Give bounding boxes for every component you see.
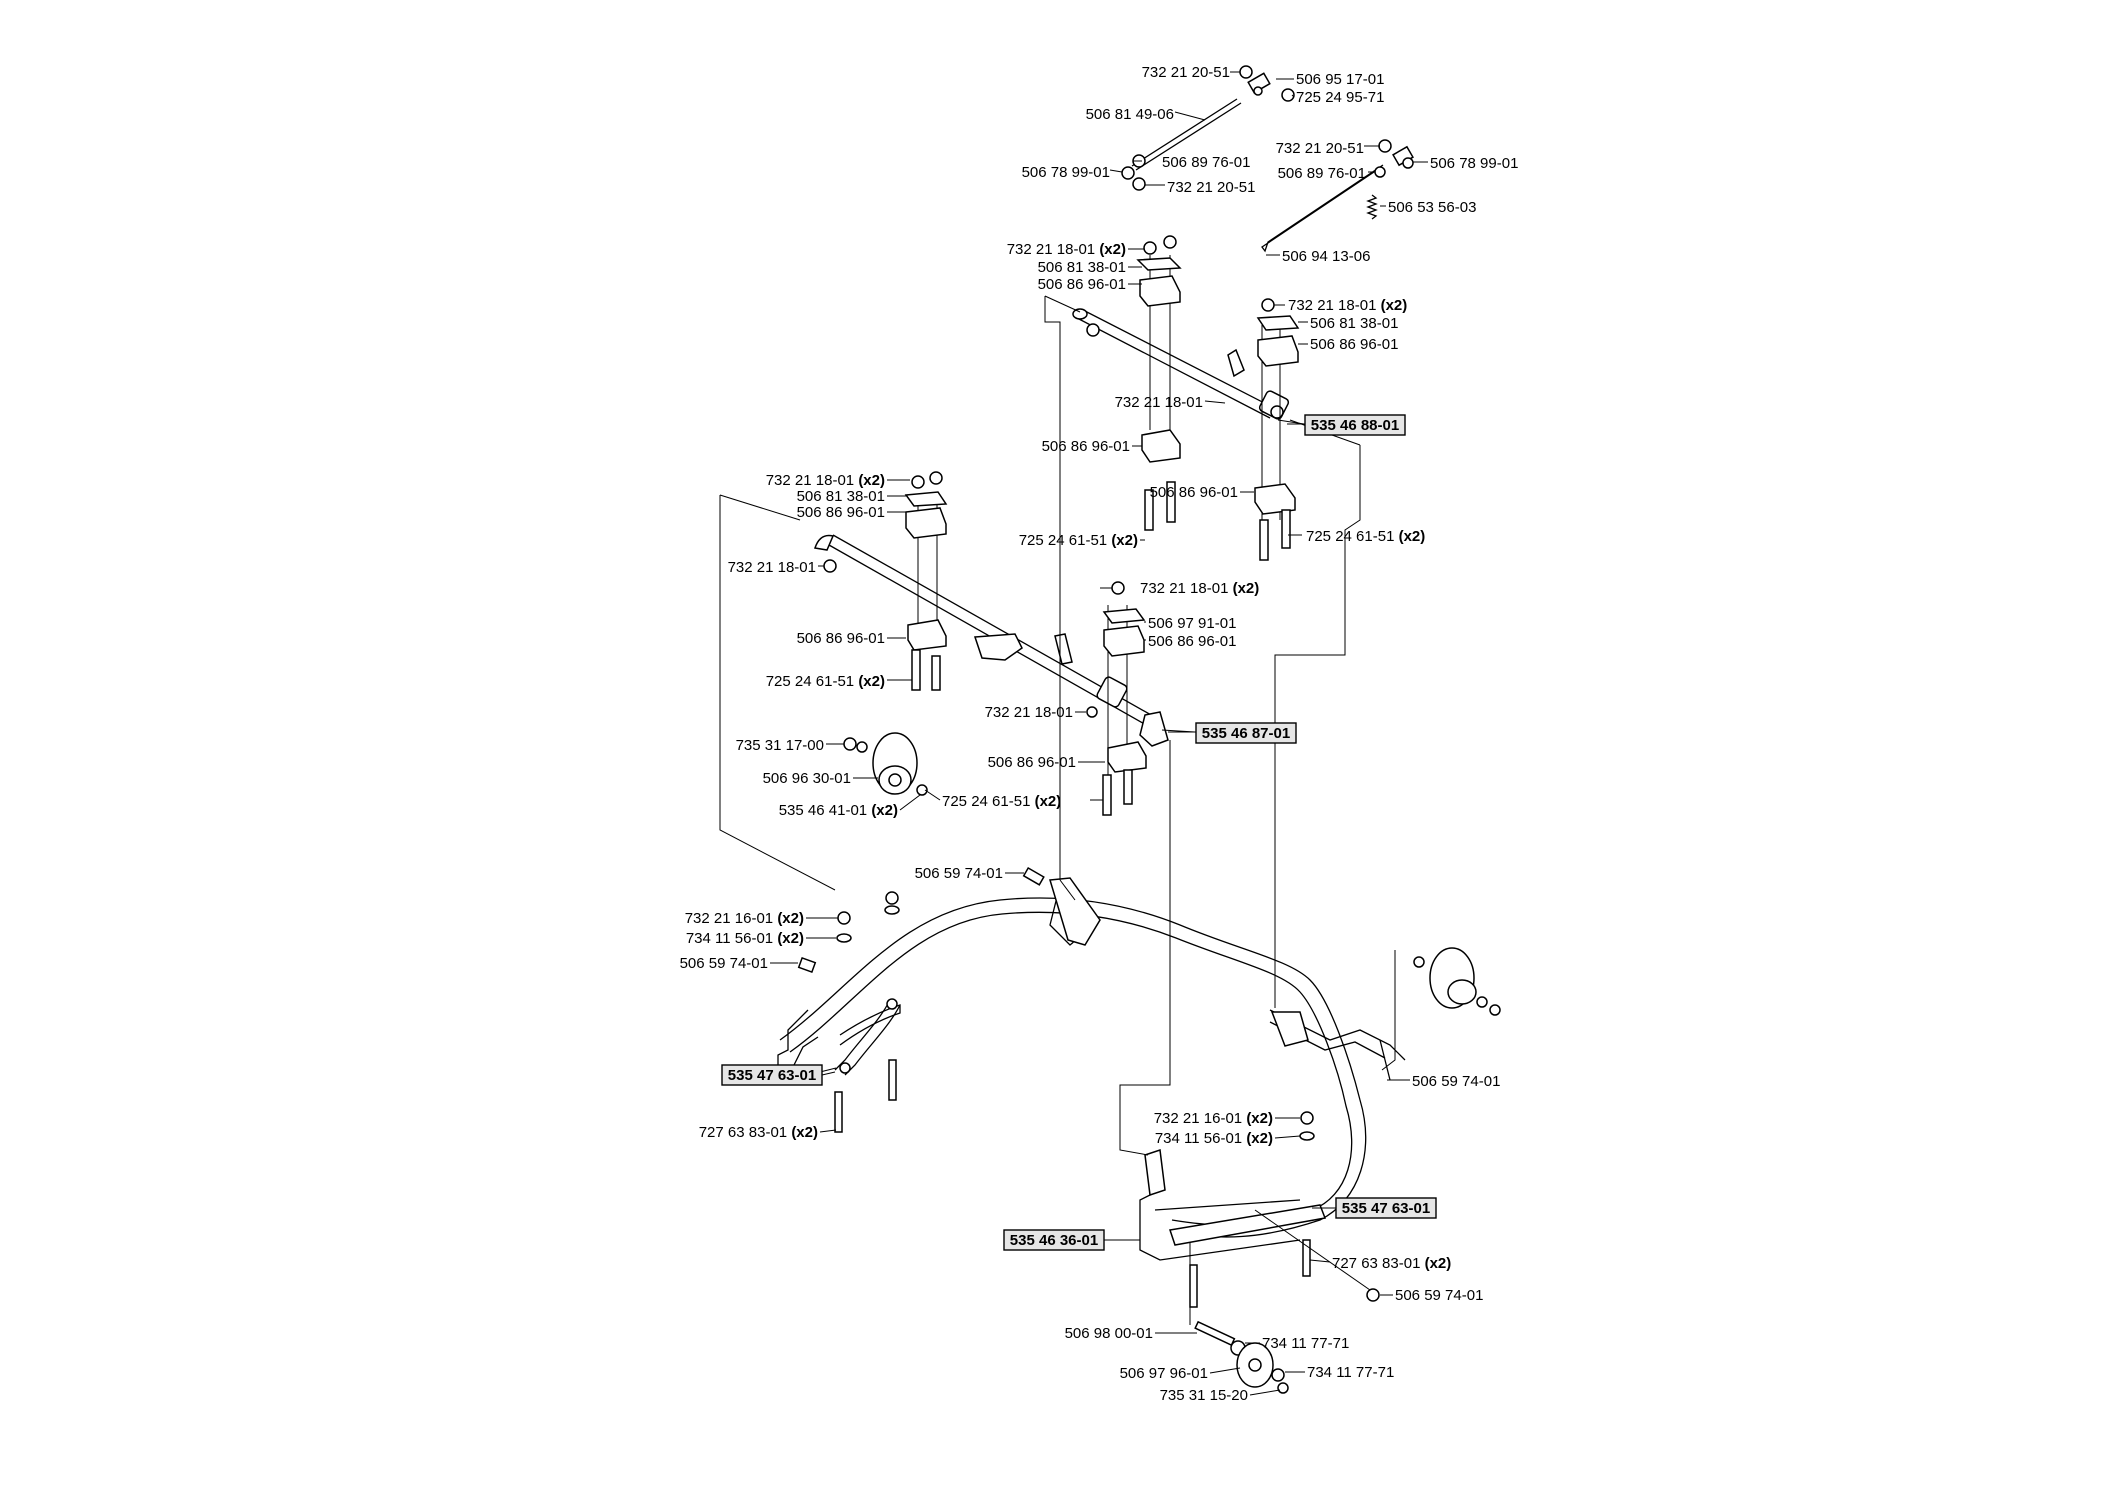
part-label: 506 59 74-01 [680,955,768,972]
part-label: 725 24 61-51 (x2) [766,673,885,690]
part-label: 734 11 56-01 (x2) [686,930,804,947]
part-label: 506 98 00-01 [1065,1325,1153,1342]
assembly-box-upper-arm: 535 46 88-01 [1287,414,1406,436]
part-label: 732 21 20-51 [1142,64,1230,81]
part-label: 506 86 96-01 [797,504,885,521]
part-label: 732 21 20-51 [1276,140,1364,157]
svg-text:535 46 36-01: 535 46 36-01 [1010,1232,1098,1249]
part-label: 506 86 96-01 [1038,276,1126,293]
part-label: 506 86 96-01 [1042,438,1130,455]
assembly-box-front-bracket: 535 46 36-01 [1003,1229,1140,1251]
part-label: 506 81 38-01 [1310,315,1398,332]
assembly-box-left-skid: 535 47 63-01 [721,1064,836,1086]
part-label: 732 21 18-01 (x2) [1140,580,1259,597]
part-label: 734 11 56-01 (x2) [1155,1130,1273,1147]
part-label: 734 11 77-71 [1262,1335,1349,1352]
part-label: 506 86 96-01 [988,754,1076,771]
part-label: 506 86 96-01 [1310,336,1398,353]
svg-text:535 47 63-01: 535 47 63-01 [728,1067,816,1084]
assembly-box-right-skid: 535 47 63-01 [1312,1197,1437,1219]
upper-lift-arm [1072,308,1290,420]
part-label: 506 59 74-01 [1412,1073,1500,1090]
part-label: 506 59 74-01 [915,865,1003,882]
bearing-blocks-a [1136,235,1182,531]
part-label: 506 96 30-01 [763,770,851,787]
part-label: 506 78 99-01 [1430,155,1518,172]
part-label: 727 63 83-01 (x2) [1332,1255,1451,1272]
part-label: 506 78 99-01 [1022,164,1110,181]
part-label: 725 24 61-51 (x2) [1019,532,1138,549]
part-label: 506 86 96-01 [1148,633,1236,650]
part-label: 506 94 13-06 [1282,248,1370,265]
part-label: 506 81 49-06 [1086,106,1174,123]
part-label: 732 21 18-01 [985,704,1073,721]
part-label: 535 46 41-01 (x2) [779,802,898,819]
svg-text:535 47 63-01: 535 47 63-01 [1342,1200,1430,1217]
assembly-box-middle-arm: 535 46 87-01 [1168,722,1297,744]
part-label: 732 21 18-01 (x2) [1288,297,1407,314]
part-label: 732 21 18-01 (x2) [1007,241,1126,258]
part-label: 506 97 91-01 [1148,615,1236,632]
bearing-blocks-d [1102,581,1147,816]
svg-text:535 46 87-01: 535 46 87-01 [1202,725,1290,742]
part-label: 732 21 20-51 [1167,179,1255,196]
bearing-blocks-b [1254,298,1300,561]
part-label: 506 95 17-01 [1296,71,1384,88]
part-label: 506 86 96-01 [797,630,885,647]
part-label: 732 21 18-01 (x2) [766,472,885,489]
bearing-blocks-c [904,471,948,691]
assembly-guides [719,295,1396,1325]
part-label: 734 11 77-71 [1307,1364,1394,1381]
part-label: 725 24 61-51 (x2) [942,793,1061,810]
part-label: 506 89 76-01 [1278,165,1366,182]
left-gauge-wheel [843,732,928,796]
part-label: 506 53 56-03 [1388,199,1476,216]
part-label: 732 21 16-01 (x2) [685,910,804,927]
part-label: 506 59 74-01 [1395,1287,1483,1304]
part-number-labels: 732 21 20-51 506 95 17-01 725 24 95-71 5… [680,64,1519,1404]
part-label: 506 86 96-01 [1150,484,1238,501]
part-label: 732 21 18-01 [1115,394,1203,411]
part-label: 735 31 15-20 [1160,1387,1248,1404]
middle-lift-arm [814,534,1169,747]
boxed-assembly-numbers: 535 46 88-01 535 46 87-01 535 47 63-01 5… [721,414,1437,1251]
part-drawings [719,65,1501,1394]
main-frame [777,877,1406,1261]
part-label: 732 21 18-01 [728,559,816,576]
part-label: 735 31 17-00 [736,737,824,754]
right-rod-with-spring [1261,139,1414,253]
left-skid-bracket [797,867,1045,1133]
leader-lines [770,71,1428,1396]
part-label: 506 89 76-01 [1162,154,1250,171]
bottom-roller [1194,1320,1289,1394]
part-label: 506 97 96-01 [1120,1365,1208,1382]
svg-text:535 46 88-01: 535 46 88-01 [1311,417,1399,434]
right-gauge-wheel [1413,947,1501,1016]
upper-linkage-rod [1121,65,1295,191]
part-label: 725 24 95-71 [1296,89,1384,106]
part-label: 732 21 16-01 (x2) [1154,1110,1273,1127]
part-label: 506 81 38-01 [797,488,885,505]
part-label: 727 63 83-01 (x2) [699,1124,818,1141]
part-label: 725 24 61-51 (x2) [1306,528,1425,545]
part-label: 506 81 38-01 [1038,259,1126,276]
